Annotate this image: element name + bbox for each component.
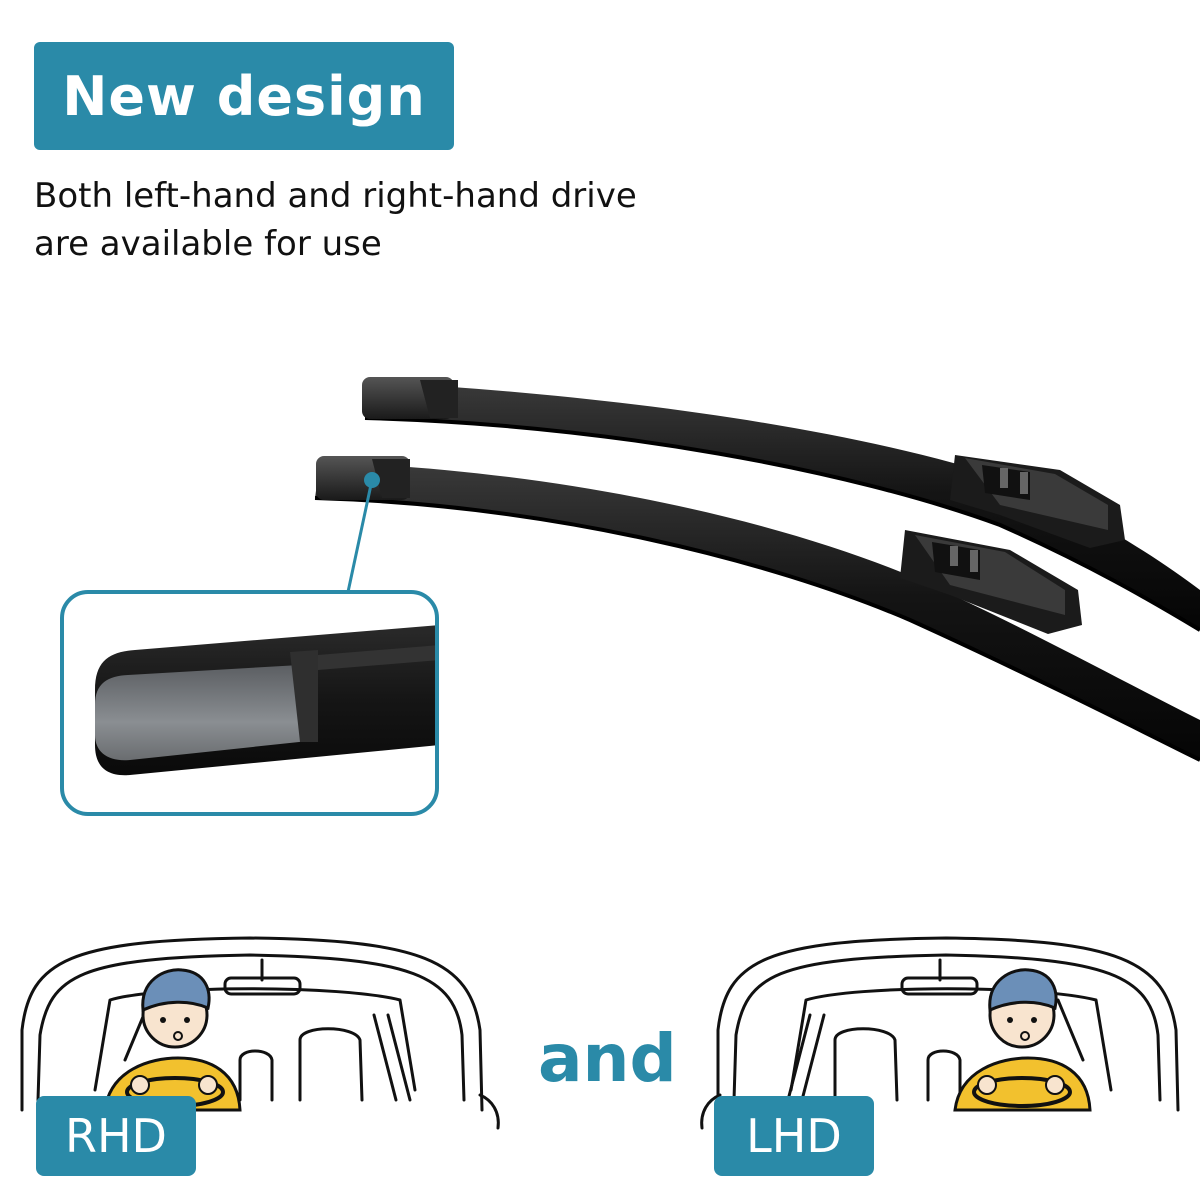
wiper-blade-upper bbox=[362, 377, 1200, 632]
and-connector: and bbox=[538, 1020, 677, 1097]
lhd-label: LHD bbox=[714, 1096, 874, 1176]
rhd-label: RHD bbox=[36, 1096, 196, 1176]
driver-lhd bbox=[953, 968, 1092, 1112]
lhd-label-text: LHD bbox=[746, 1109, 842, 1163]
zoom-callout bbox=[60, 590, 439, 816]
subtitle: Both left-hand and right-hand drive are … bbox=[34, 172, 834, 268]
headline-badge: New design bbox=[34, 42, 454, 150]
driver-rhd bbox=[103, 968, 242, 1112]
wiper-blade-lower bbox=[314, 456, 1200, 762]
subtitle-line-1: Both left-hand and right-hand drive bbox=[34, 176, 637, 216]
rhd-label-text: RHD bbox=[65, 1109, 167, 1163]
car-interior-lhd bbox=[700, 936, 1180, 1130]
car-interior-rhd bbox=[20, 936, 500, 1130]
headline-text: New design bbox=[62, 64, 426, 128]
callout-pointer bbox=[346, 472, 380, 593]
subtitle-line-2: are available for use bbox=[34, 224, 382, 264]
